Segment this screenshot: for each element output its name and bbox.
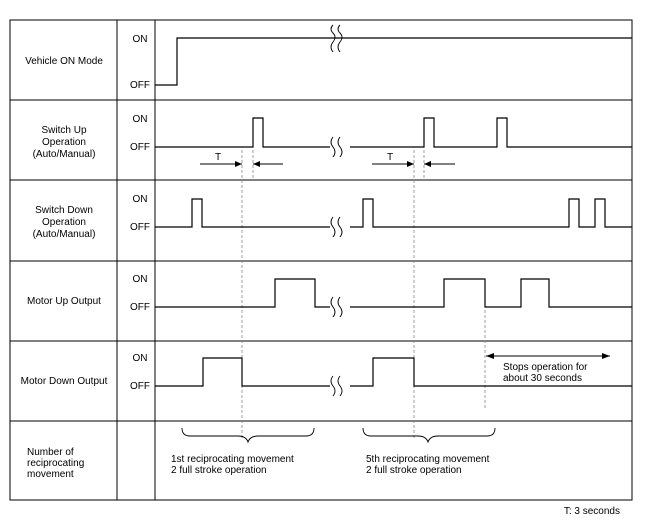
off-label: OFF — [130, 381, 150, 392]
t-label: T — [215, 152, 221, 163]
off-label: OFF — [130, 80, 150, 91]
off-label: OFF — [130, 302, 150, 313]
waveform-switch-down — [155, 198, 632, 228]
row-label-line: Switch Up — [41, 125, 86, 136]
row-label-line: (Auto/Manual) — [33, 229, 96, 240]
t-marker-1: T — [200, 152, 283, 167]
timing-guides — [241, 150, 486, 440]
stops-note-line: Stops operation for — [503, 362, 588, 373]
on-label: ON — [133, 274, 148, 285]
row-label-line: Motor Up Output — [27, 296, 101, 307]
table-grid — [9, 19, 633, 501]
waveform-switch-up — [155, 117, 632, 148]
off-label: OFF — [130, 142, 150, 153]
waveform-motor-up — [155, 278, 632, 308]
row-label-line: Switch Down — [35, 205, 93, 216]
movement-5-line: 2 full stroke operation — [366, 465, 462, 476]
brace-movement-5: 5th reciprocating movement 2 full stroke… — [362, 427, 496, 476]
row-label-motor-down: Motor Down Output — [21, 376, 108, 387]
movement-1-line: 2 full stroke operation — [171, 465, 267, 476]
time-break-marks — [330, 24, 343, 397]
row-label-line: Motor Down Output — [21, 376, 108, 387]
brace-movement-1: 1st reciprocating movement 2 full stroke… — [171, 427, 315, 476]
off-label: OFF — [130, 222, 150, 233]
row-label-line: reciprocating — [27, 458, 84, 469]
row-label-switch-down: Switch Down Operation (Auto/Manual) — [33, 205, 96, 240]
movement-1-line: 1st reciprocating movement — [171, 454, 294, 465]
row-label-line: Number of — [27, 447, 74, 458]
footnote: T: 3 seconds — [564, 506, 620, 517]
stops-note-line: about 30 seconds — [503, 373, 582, 384]
waveform-motor-down — [155, 357, 632, 387]
row-label-line: movement — [27, 469, 74, 480]
row-label-motor-up: Motor Up Output — [27, 296, 101, 307]
waveform-vehicle-on — [155, 37, 632, 86]
row-label-vehicle-on-mode: Vehicle ON Mode — [25, 56, 103, 67]
level-labels: ON OFF ON OFF ON OFF ON OFF ON OFF — [130, 34, 150, 392]
row-label-switch-up: Switch Up Operation (Auto/Manual) — [33, 125, 96, 160]
on-label: ON — [133, 34, 148, 45]
row-label-reciprocating: Number of reciprocating movement — [27, 447, 84, 480]
on-label: ON — [133, 353, 148, 364]
row-label-line: (Auto/Manual) — [33, 149, 96, 160]
row-label-line: Vehicle ON Mode — [25, 56, 103, 67]
row-label-line: Operation — [42, 217, 86, 228]
on-label: ON — [133, 114, 148, 125]
row-label-line: Operation — [42, 137, 86, 148]
on-label: ON — [133, 194, 148, 205]
t-label: T — [387, 152, 393, 163]
stops-operation-annotation: Stops operation for about 30 seconds — [486, 353, 610, 384]
movement-5-line: 5th reciprocating movement — [366, 454, 490, 465]
t-marker-2: T — [372, 152, 455, 167]
